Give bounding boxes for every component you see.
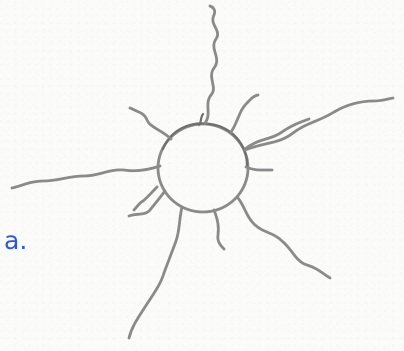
process-bottom-long <box>129 207 182 338</box>
process-upper-right-b <box>245 119 309 149</box>
process-lower-right-short <box>214 210 224 249</box>
cell-body-inner-edge <box>163 123 247 166</box>
process-top-long <box>205 6 218 123</box>
process-lower-left-a <box>129 191 165 216</box>
process-left-long <box>12 166 160 188</box>
process-upper-right-a <box>231 95 258 132</box>
process-upper-left <box>130 108 171 139</box>
process-right-long <box>245 98 393 150</box>
process-lower-right-long <box>238 198 330 278</box>
figure-label: a. <box>4 228 27 253</box>
process-right-short <box>246 167 272 170</box>
